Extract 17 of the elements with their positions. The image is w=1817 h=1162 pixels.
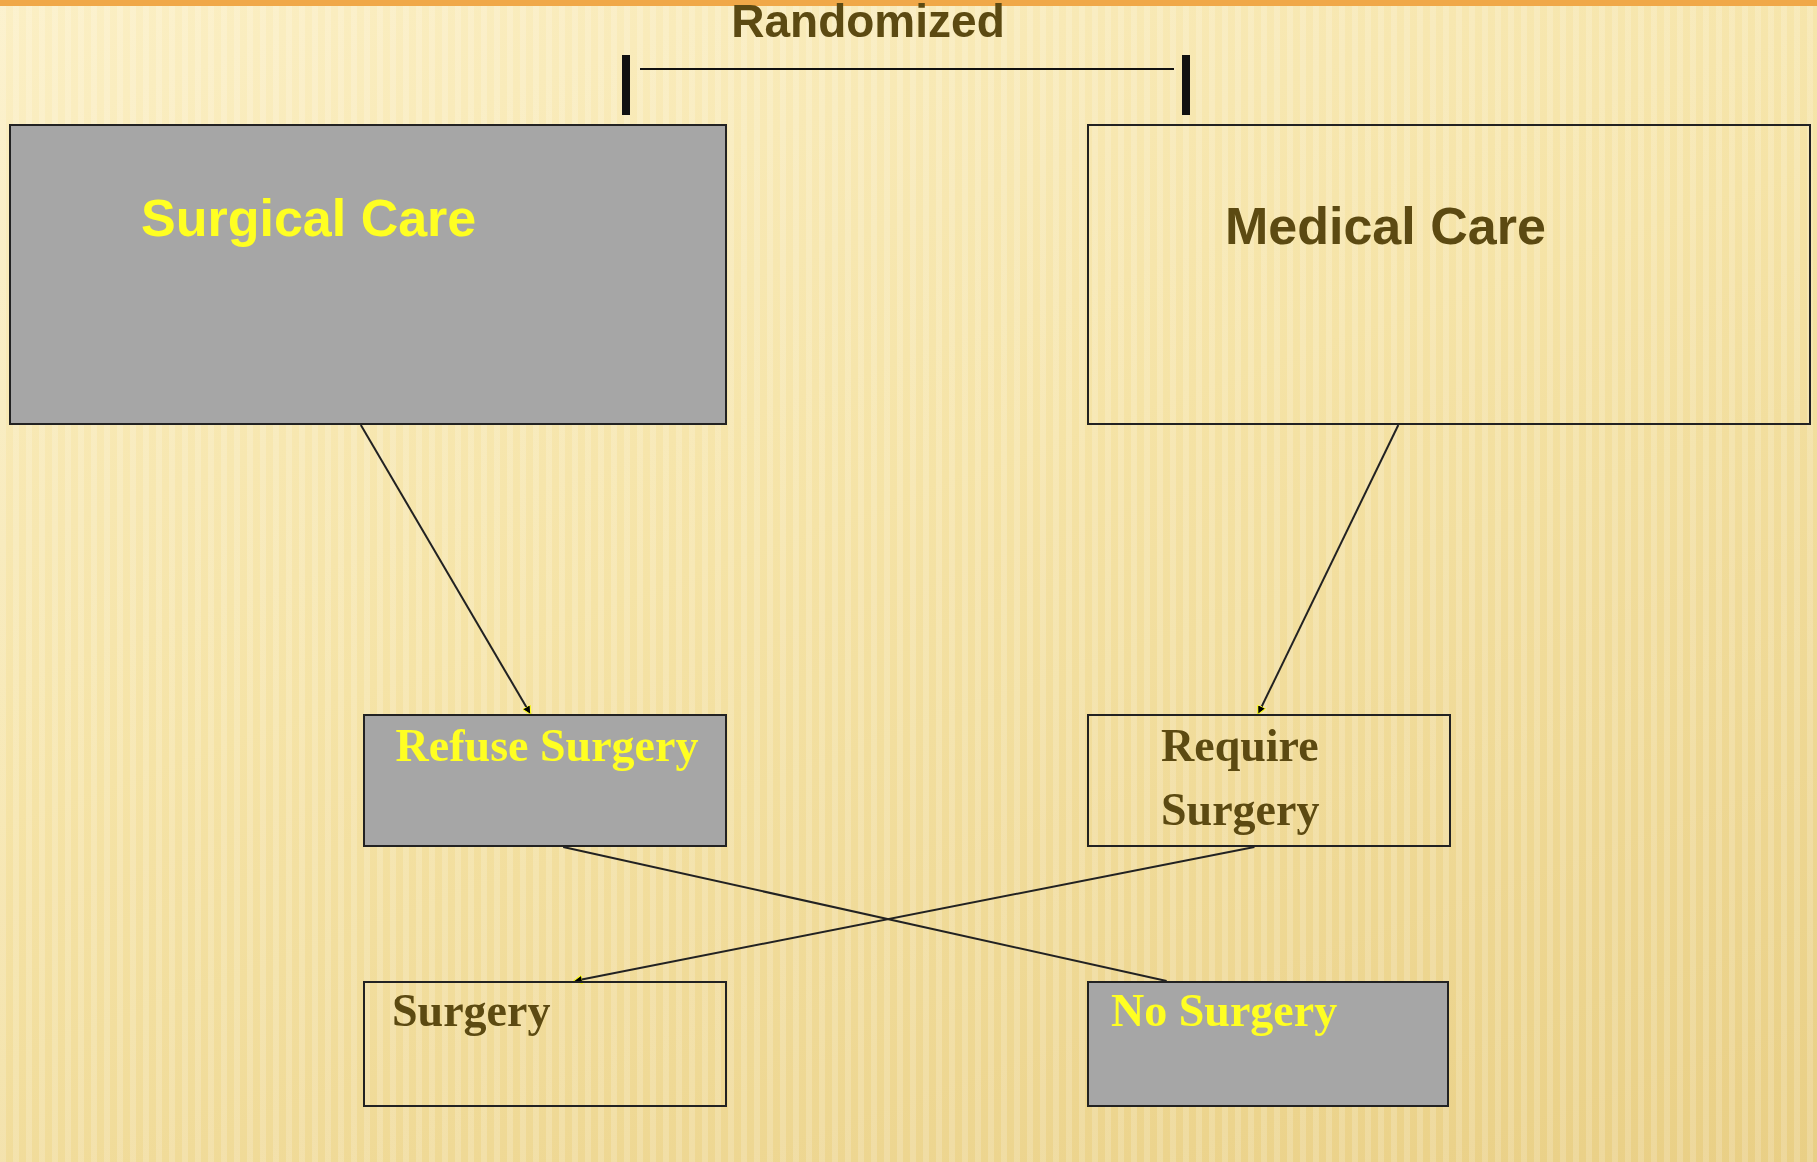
- outlined-box: [363, 981, 727, 1107]
- outlined-box: [1087, 124, 1811, 425]
- box-label: No Surgery: [1111, 984, 1339, 1038]
- shaded-box: [1087, 981, 1449, 1107]
- shaded-box: [9, 124, 727, 425]
- box-label: Require Surgery: [1161, 719, 1321, 838]
- connector-line: [562, 846, 1168, 982]
- arrow: [1257, 424, 1400, 716]
- box-label: Surgical Care: [141, 188, 478, 248]
- box-label: Surgery: [392, 984, 552, 1038]
- arrow: [359, 424, 532, 716]
- box-label: Medical Care: [1225, 196, 1547, 256]
- shaded-box: [363, 714, 727, 847]
- heading-label: Randomized: [730, 0, 1006, 48]
- arrow: [572, 846, 1256, 985]
- box-label: Refuse Surgery: [394, 719, 700, 773]
- outlined-box: [1087, 714, 1451, 847]
